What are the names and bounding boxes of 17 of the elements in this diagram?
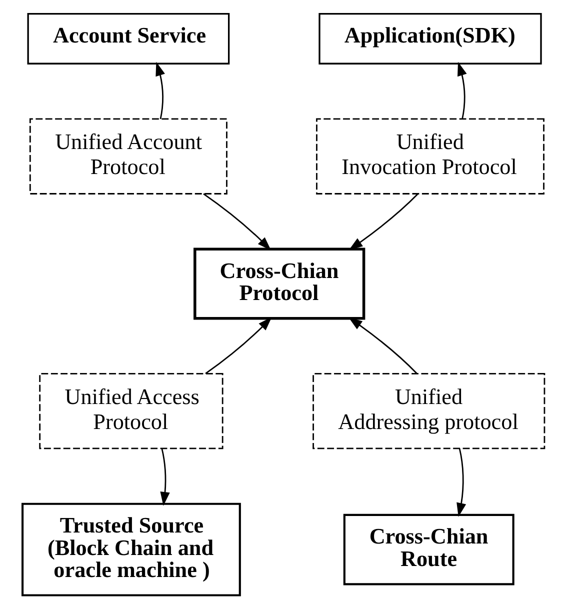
node-box: Unified Addressing protocol <box>312 373 546 450</box>
arrow <box>203 193 272 250</box>
arrow <box>348 317 418 374</box>
node-box: Unified Account Protocol <box>29 118 228 194</box>
node-box: Unified Access Protocol <box>39 373 224 450</box>
arrow <box>156 62 165 120</box>
arrow <box>205 317 272 374</box>
arrow <box>160 448 170 506</box>
arrow <box>348 193 418 250</box>
node-box: Trusted Source (Block Chain and oracle machine ) <box>22 502 241 596</box>
node-box: Cross-Chian Protocol <box>194 248 366 320</box>
node-box: Unified Invocation Protocol <box>316 118 544 194</box>
node-box: Account Service <box>27 12 230 64</box>
arrow <box>456 448 466 517</box>
node-box: Application(SDK) <box>318 12 542 64</box>
arrow <box>457 62 467 120</box>
node-box: Cross-Chian Route <box>343 514 514 586</box>
